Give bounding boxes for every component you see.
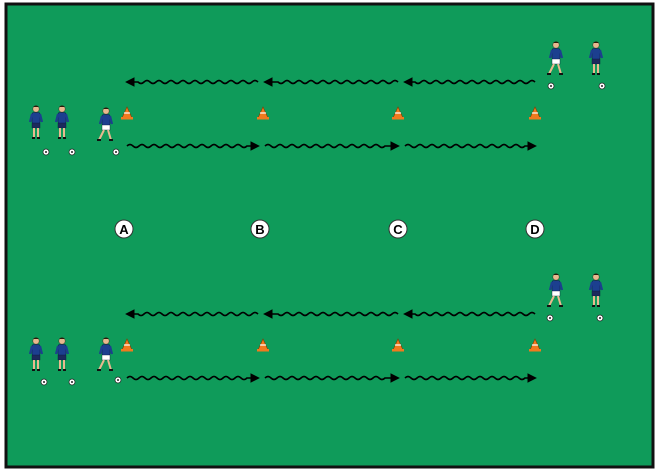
station-label-a: A — [115, 220, 133, 238]
station-label-d: D — [526, 220, 544, 238]
ball-icon — [599, 83, 605, 89]
ball-icon — [69, 149, 75, 155]
station-label-c-text: C — [393, 222, 403, 237]
station-label-d-text: D — [530, 222, 539, 237]
ball-icon — [547, 315, 553, 321]
station-label-b-text: B — [255, 222, 264, 237]
ball-icon — [41, 379, 47, 385]
ball-icon — [43, 149, 49, 155]
ball-icon — [113, 149, 119, 155]
station-label-a-text: A — [119, 222, 129, 237]
ball-icon — [115, 377, 121, 383]
soccer-field — [6, 4, 653, 467]
ball-icon — [548, 83, 554, 89]
station-label-b: B — [251, 220, 269, 238]
ball-icon — [597, 315, 603, 321]
ball-icon — [69, 379, 75, 385]
station-label-c: C — [389, 220, 407, 238]
